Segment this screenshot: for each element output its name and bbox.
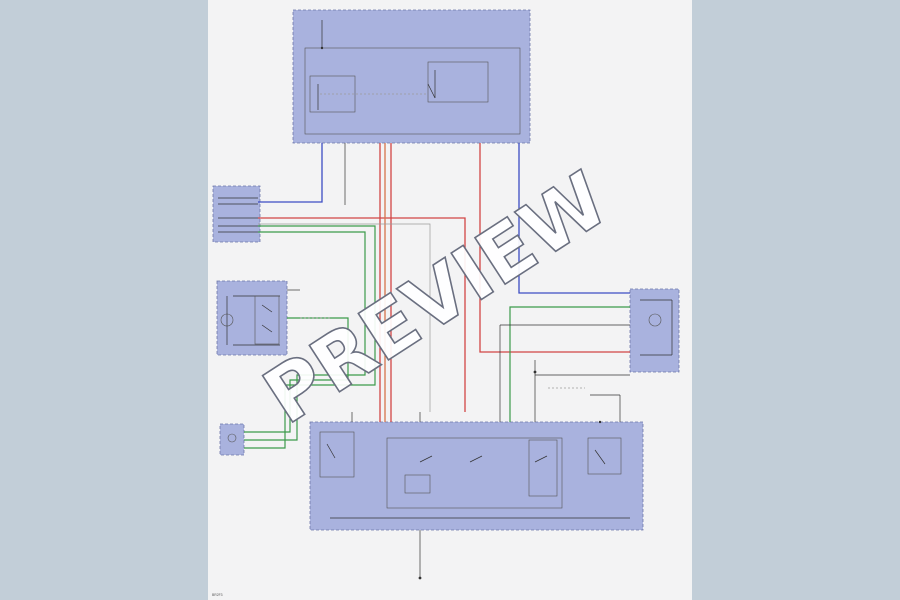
wires-blue bbox=[258, 143, 630, 294]
page-number: BR2F3 bbox=[212, 593, 223, 597]
wires-red bbox=[258, 143, 630, 422]
washer-pump bbox=[219, 423, 245, 456]
bottom-switch-module bbox=[309, 421, 644, 531]
junction-dots bbox=[320, 46, 602, 580]
wiper-motor bbox=[216, 280, 288, 356]
top-module bbox=[292, 9, 531, 144]
wires-black-gray bbox=[258, 143, 630, 578]
right-switch bbox=[629, 288, 680, 373]
preview-watermark: PREVIEW bbox=[248, 155, 623, 441]
wires-green bbox=[244, 225, 630, 449]
left-connector bbox=[212, 185, 261, 243]
